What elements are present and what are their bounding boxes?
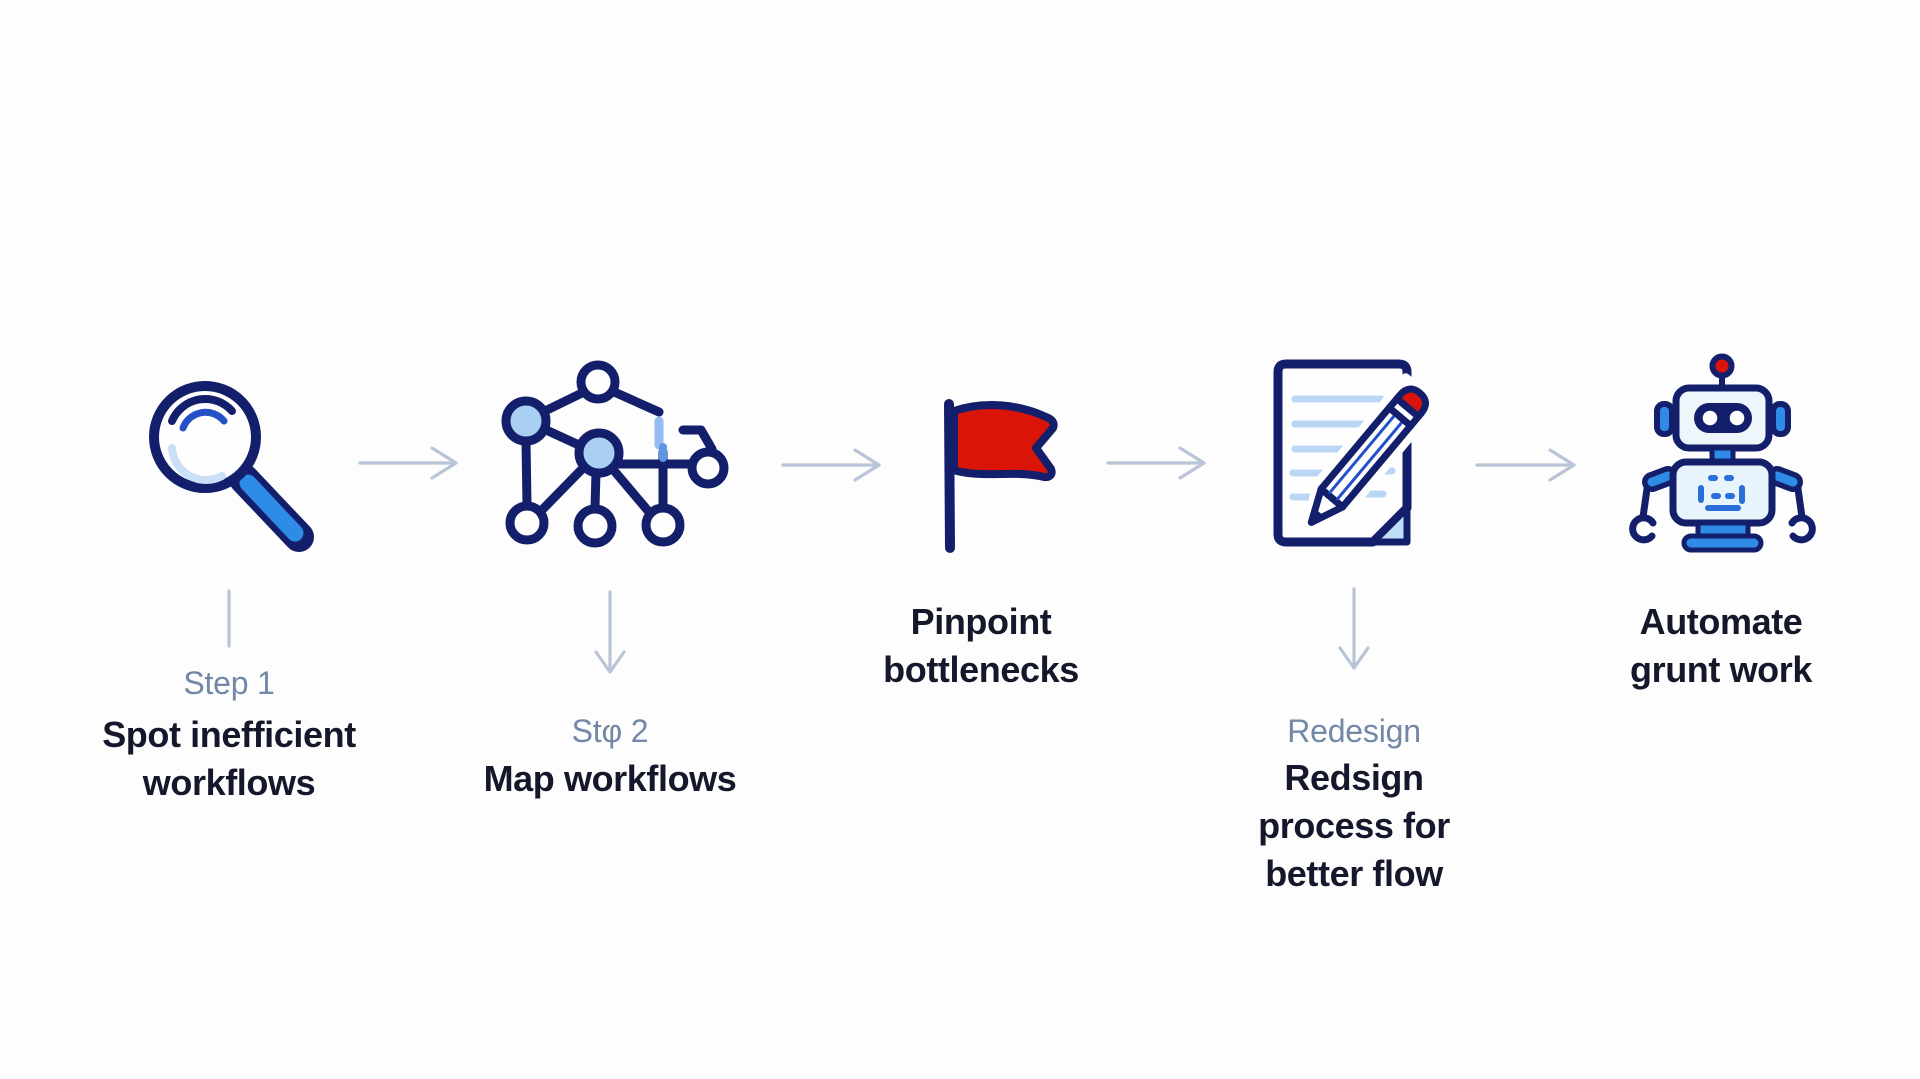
arrow-right-2: [781, 448, 881, 482]
step2-title-line1: Map workflows: [483, 758, 737, 799]
arrow-down-4: [1338, 587, 1370, 670]
step2-label: Stφ 2: [571, 713, 649, 749]
step5-title-line2: grunt work: [1630, 649, 1812, 690]
magnifier-icon: [149, 381, 314, 552]
document-pencil-icon: [1273, 359, 1442, 547]
step5-title-line1: Automate: [1639, 601, 1803, 642]
arrow-right-4: [1475, 448, 1576, 482]
step1-label: Step 1: [183, 665, 275, 701]
step3-title-line1: Pinpoint: [910, 601, 1052, 642]
step4-title-line2: process for: [1258, 805, 1450, 846]
red-flag-icon: [944, 399, 1058, 553]
arrow-down-2: [594, 590, 626, 674]
robot-face-pattern: [1698, 475, 1745, 511]
arrow-right-3: [1106, 446, 1206, 480]
step1-title-line1: Spot inefficient: [102, 714, 356, 755]
step1-title-line2: workflows: [142, 762, 316, 803]
workflow-graph-icon: [501, 360, 729, 548]
arrow-right-1: [358, 446, 458, 480]
step4-label: Redesign: [1287, 713, 1421, 749]
step3-title-line2: bottlenecks: [883, 649, 1079, 690]
step4-title-line1: Redsign: [1284, 757, 1424, 798]
robot-icon: [1629, 353, 1816, 553]
pencil: [1303, 373, 1442, 532]
step4-title-line3: better flow: [1265, 853, 1443, 894]
